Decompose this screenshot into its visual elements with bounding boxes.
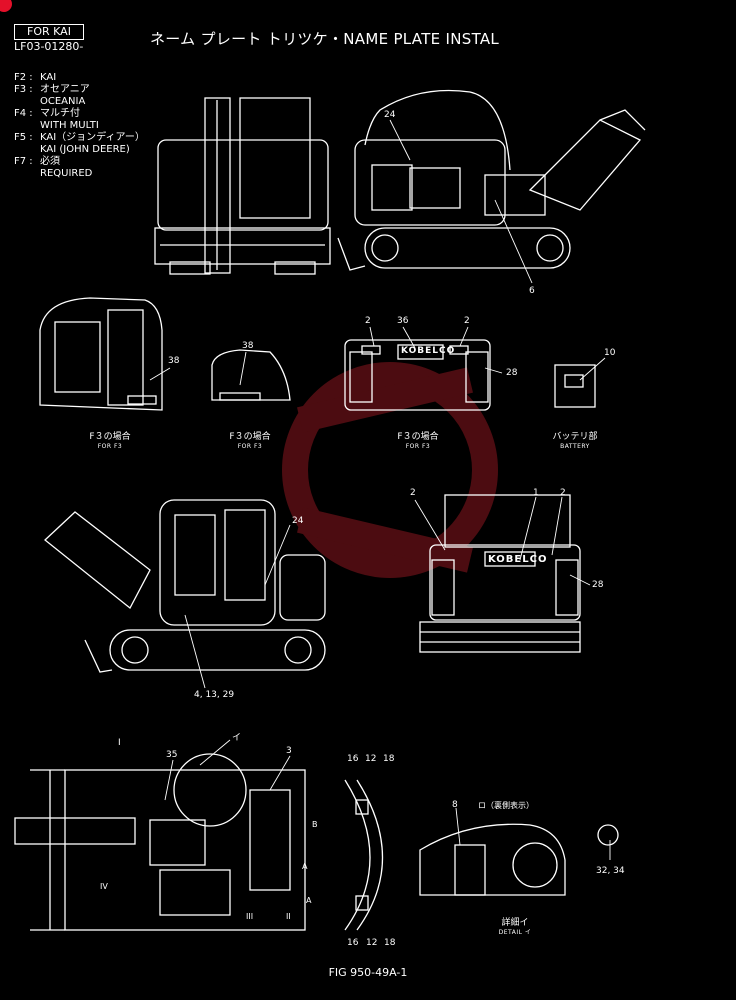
rear-view-upper xyxy=(344,339,491,411)
callout-10: 10 xyxy=(604,348,616,358)
corner-marker-dot xyxy=(0,0,12,12)
brand-plate-upper: KOBELCO xyxy=(401,346,456,356)
callout-28: 28 xyxy=(592,580,604,590)
callout-b: B xyxy=(312,820,318,829)
callout-12: 12 xyxy=(366,938,378,948)
callout-a: A xyxy=(306,896,312,905)
legend-row: F2 :KAI xyxy=(14,72,57,83)
caption-rear-note: ロ（裏側表示） xyxy=(478,801,534,810)
callout-18: 18 xyxy=(384,938,396,948)
lower-side-excavator xyxy=(44,499,326,673)
legend-row: F5 :KAI（ジョンディアー）KAI (JOHN DEERE) xyxy=(14,132,145,155)
callout-6: 6 xyxy=(529,286,535,296)
callout-36: 36 xyxy=(397,316,409,326)
callout-32-34: 32, 34 xyxy=(596,866,625,876)
part-code: LF03-01280- xyxy=(14,40,84,53)
side-view-excavator xyxy=(337,89,646,271)
page-title: ネーム プレート トリツケ・NAME PLATE INSTAL xyxy=(150,30,500,48)
callout-iv: IV xyxy=(100,882,108,891)
callout-16: 16 xyxy=(347,754,359,764)
front-view-excavator xyxy=(154,97,331,275)
callout-iii: III xyxy=(246,912,254,921)
brand-plate-lower: KOBELCO xyxy=(488,554,548,565)
callout-18: 18 xyxy=(383,754,395,764)
cab-drawing xyxy=(39,297,163,411)
callout-2: 2 xyxy=(560,488,566,498)
callout-16: 16 xyxy=(347,938,359,948)
rear-view-lower xyxy=(419,494,581,653)
callout-12: 12 xyxy=(365,754,377,764)
callout-35: 35 xyxy=(166,750,178,760)
callout-i-kana: イ xyxy=(232,733,242,743)
leader-lines xyxy=(149,119,611,860)
counterweight-strip xyxy=(344,779,384,931)
callout-3: 3 xyxy=(286,746,292,756)
battery-drawing xyxy=(554,364,596,408)
callout-24: 24 xyxy=(384,110,396,120)
watermark-logo xyxy=(282,362,498,578)
callout-24: 24 xyxy=(292,516,304,526)
callout-2: 2 xyxy=(410,488,416,498)
callout-8: 8 xyxy=(452,800,458,810)
callout-a: A xyxy=(302,862,308,871)
callout-1: 1 xyxy=(533,488,539,498)
callout-38: 38 xyxy=(168,356,180,366)
window-drawing xyxy=(211,349,291,401)
callout-ii: II xyxy=(286,912,291,921)
callout-38: 38 xyxy=(242,341,254,351)
figure-number: FIG 950-49A-1 xyxy=(328,966,408,979)
callout-2: 2 xyxy=(464,316,470,326)
detail-i-drawing xyxy=(419,823,619,896)
callout-i: I xyxy=(118,738,121,748)
for-kai-tag: FOR KAI xyxy=(14,24,84,40)
callout-28: 28 xyxy=(506,368,518,378)
callout-2: 2 xyxy=(365,316,371,326)
plan-view xyxy=(14,753,306,931)
callout-4-13-29: 4, 13, 29 xyxy=(194,690,235,700)
